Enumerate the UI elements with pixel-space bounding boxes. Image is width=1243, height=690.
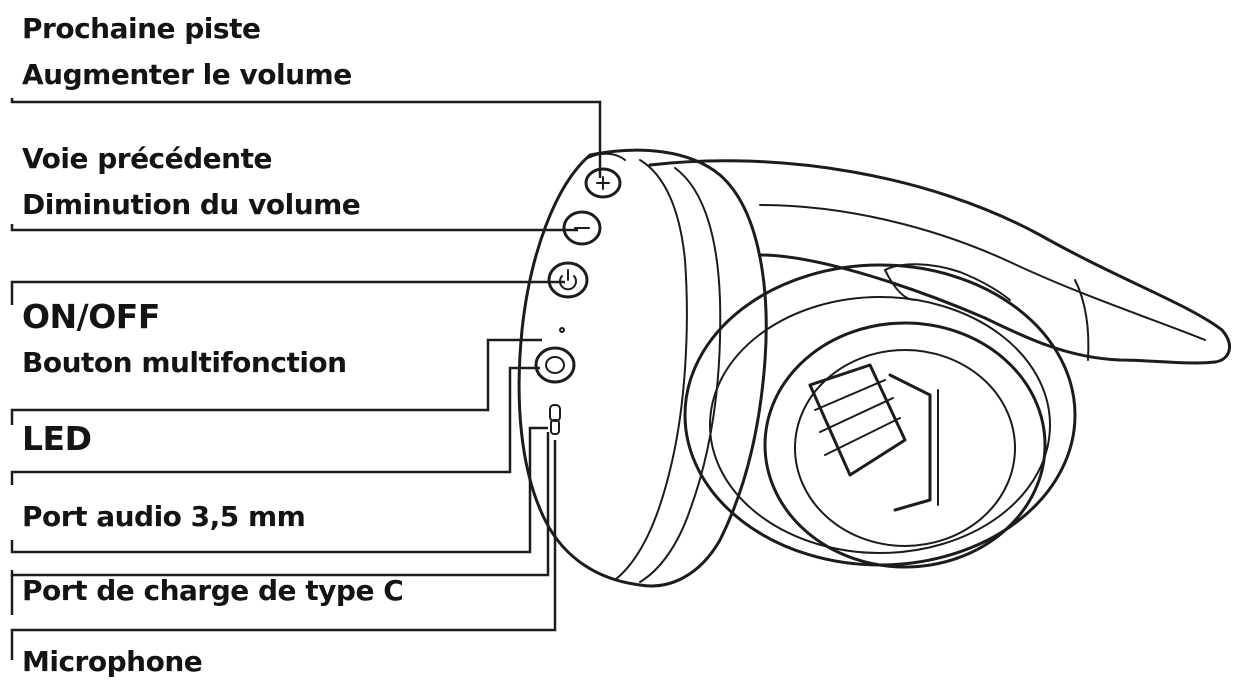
label-microphone: Microphone: [22, 645, 203, 678]
plus-icon: [596, 176, 610, 190]
power-icon: [559, 269, 577, 291]
multifunction-button: [534, 327, 576, 384]
leader-volume-down: [10, 224, 578, 232]
headband: [648, 159, 1231, 365]
usb-c-port: [550, 419, 560, 435]
label-led: LED: [22, 419, 92, 458]
label-volume-down: Diminution du volume: [22, 188, 361, 221]
label-charge-port: Port de charge de type C: [22, 574, 404, 607]
label-volume-up: Augmenter le volume: [22, 58, 352, 91]
leader-audio-port: [10, 426, 548, 554]
ports: [549, 404, 561, 435]
leader-multifunction: [10, 338, 542, 425]
leader-on-off: [10, 280, 565, 305]
near-ear-cup-outer: [517, 148, 768, 588]
near-ear-cup-cushion: [639, 167, 722, 583]
far-cup-ring-inner: [794, 349, 1016, 547]
leader-volume-up: [10, 98, 602, 178]
headband-seam: [1074, 279, 1090, 361]
power-button: [547, 261, 589, 299]
leader-charge-port-h: [10, 432, 550, 577]
brand-logo-mark: [808, 363, 939, 512]
far-ear-cup-rim: [709, 296, 1051, 554]
headband-inner-edge: [759, 204, 1206, 341]
label-multifunction: Bouton multifonction: [22, 346, 347, 379]
volume-down-button: [562, 210, 602, 246]
headphones-illustration: [517, 148, 1231, 588]
near-ear-cup-inner-edge: [614, 159, 688, 581]
label-prev-track: Voie précédente: [22, 142, 272, 175]
far-cup-ring-outer: [763, 321, 1047, 569]
led-indicator: [559, 327, 565, 333]
audio-jack: [549, 404, 561, 422]
label-audio-port: Port audio 3,5 mm: [22, 500, 306, 533]
label-next-track: Prochaine piste: [22, 12, 261, 45]
label-on-off: ON/OFF: [22, 297, 160, 336]
volume-up-button: [584, 152, 626, 199]
